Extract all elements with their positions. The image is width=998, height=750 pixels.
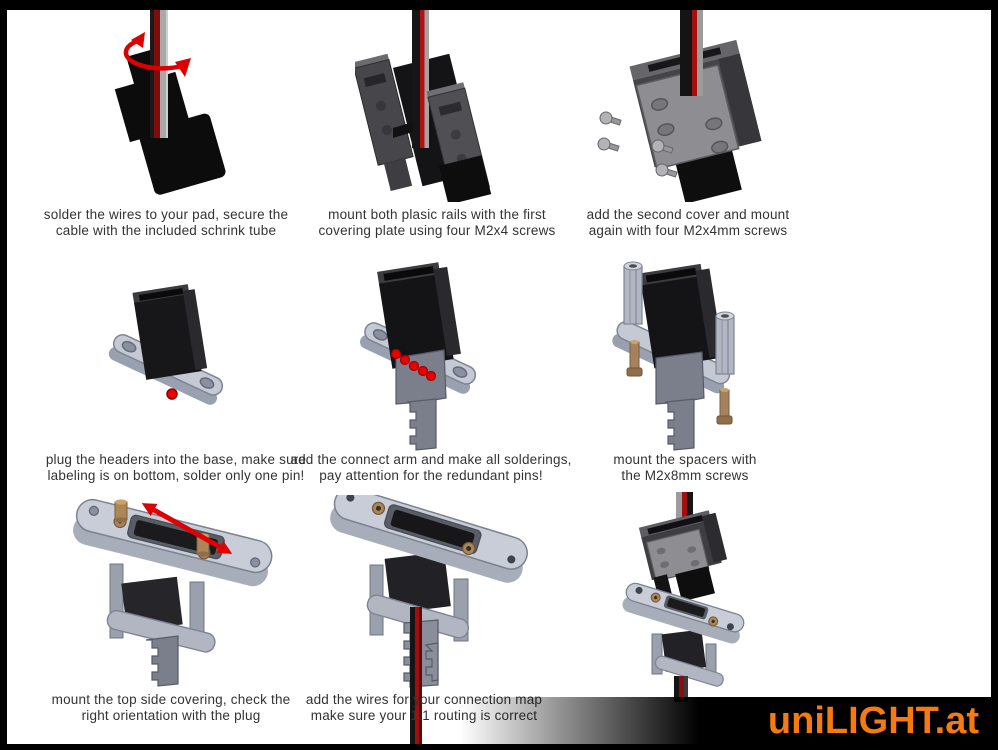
connect-arm [655,351,705,451]
step-6-caption: mount the spacers with the M2x8mm screws [530,452,840,484]
step-7-caption: mount the top side covering, check the r… [16,692,326,724]
caption-line: the M2x8mm screws [621,468,749,483]
step-1-caption: solder the wires to your pad, secure the… [11,207,321,239]
solder-pin-dot [166,388,178,400]
caption-line: add the second cover and mount [586,207,790,222]
step-4-illustration [108,284,224,405]
body-core [384,551,451,614]
step-9-illustration [622,492,745,702]
servo-cable [150,10,168,138]
connect-arm [145,635,179,687]
servo-cable [680,10,703,96]
connect-arm [395,349,447,451]
step-4-caption: plug the headers into the base, make sur… [21,452,331,484]
brand-logo-text: uniLIGHT.at [767,699,979,742]
caption-line: pay attention for the redundant pins! [319,468,543,483]
caption-line: right orientation with the plug [81,708,261,723]
header-box [639,263,724,369]
caption-line: mount the spacers with [613,452,757,467]
step-8-illustration [330,495,528,744]
caption-line: again with four M2x4mm screws [588,223,788,238]
brass-screw-icon [114,499,128,523]
step-2-illustration [355,10,492,202]
screw-icon [651,139,674,154]
mini-socket-assembly [622,582,745,702]
step-5-illustration [360,262,477,451]
caption-line: solder the wires to your pad, secure the [43,207,289,222]
spacer-icon [623,261,643,325]
top-cover-plate [330,495,528,583]
orientation-arrow-icon [141,503,233,554]
step-3-caption: add the second cover and mount again wit… [533,207,843,239]
step-6-illustration [612,261,735,451]
rotation-arrow-icon [123,32,191,77]
header-box [377,262,461,369]
solder-point-dots [390,348,437,382]
spacer-icon [715,311,735,375]
plastic-rail-left [355,53,414,192]
step-5-caption: add the connect arm and make all solderi… [276,452,586,484]
caption-line: labeling is on bottom, solder only one p… [47,468,305,483]
caption-line: cable with the included schrink tube [55,223,277,238]
brand-bar: uniLIGHT.at [460,697,991,744]
caption-line: covering plate using four M2x4 screws [318,223,556,238]
caption-line: mount both plasic rails with the first [328,207,546,222]
caption-line: add the connect arm and make all solderi… [290,452,572,467]
screw-icon [599,111,622,126]
servo-cable [412,10,429,148]
plug-foot [438,155,492,202]
step-7-illustration [73,498,273,687]
mini-plug-assembly [638,492,728,602]
brass-screw-icon [716,388,733,425]
plug-body-with-cover [629,39,762,170]
header-box [132,284,208,380]
step-2-caption: mount both plasic rails with the first c… [282,207,592,239]
brass-screw-icon [626,340,643,377]
clip-tab [393,122,413,138]
screw-icon [655,163,678,178]
step-3-illustration [597,10,762,202]
screw-icon [597,137,620,152]
wire-bundle [410,607,422,744]
caption-line: plug the headers into the base, make sur… [45,452,307,467]
caption-line: mount the top side covering, check the [51,692,291,707]
top-cover-plate [73,498,273,587]
step-1-illustration [114,10,226,195]
